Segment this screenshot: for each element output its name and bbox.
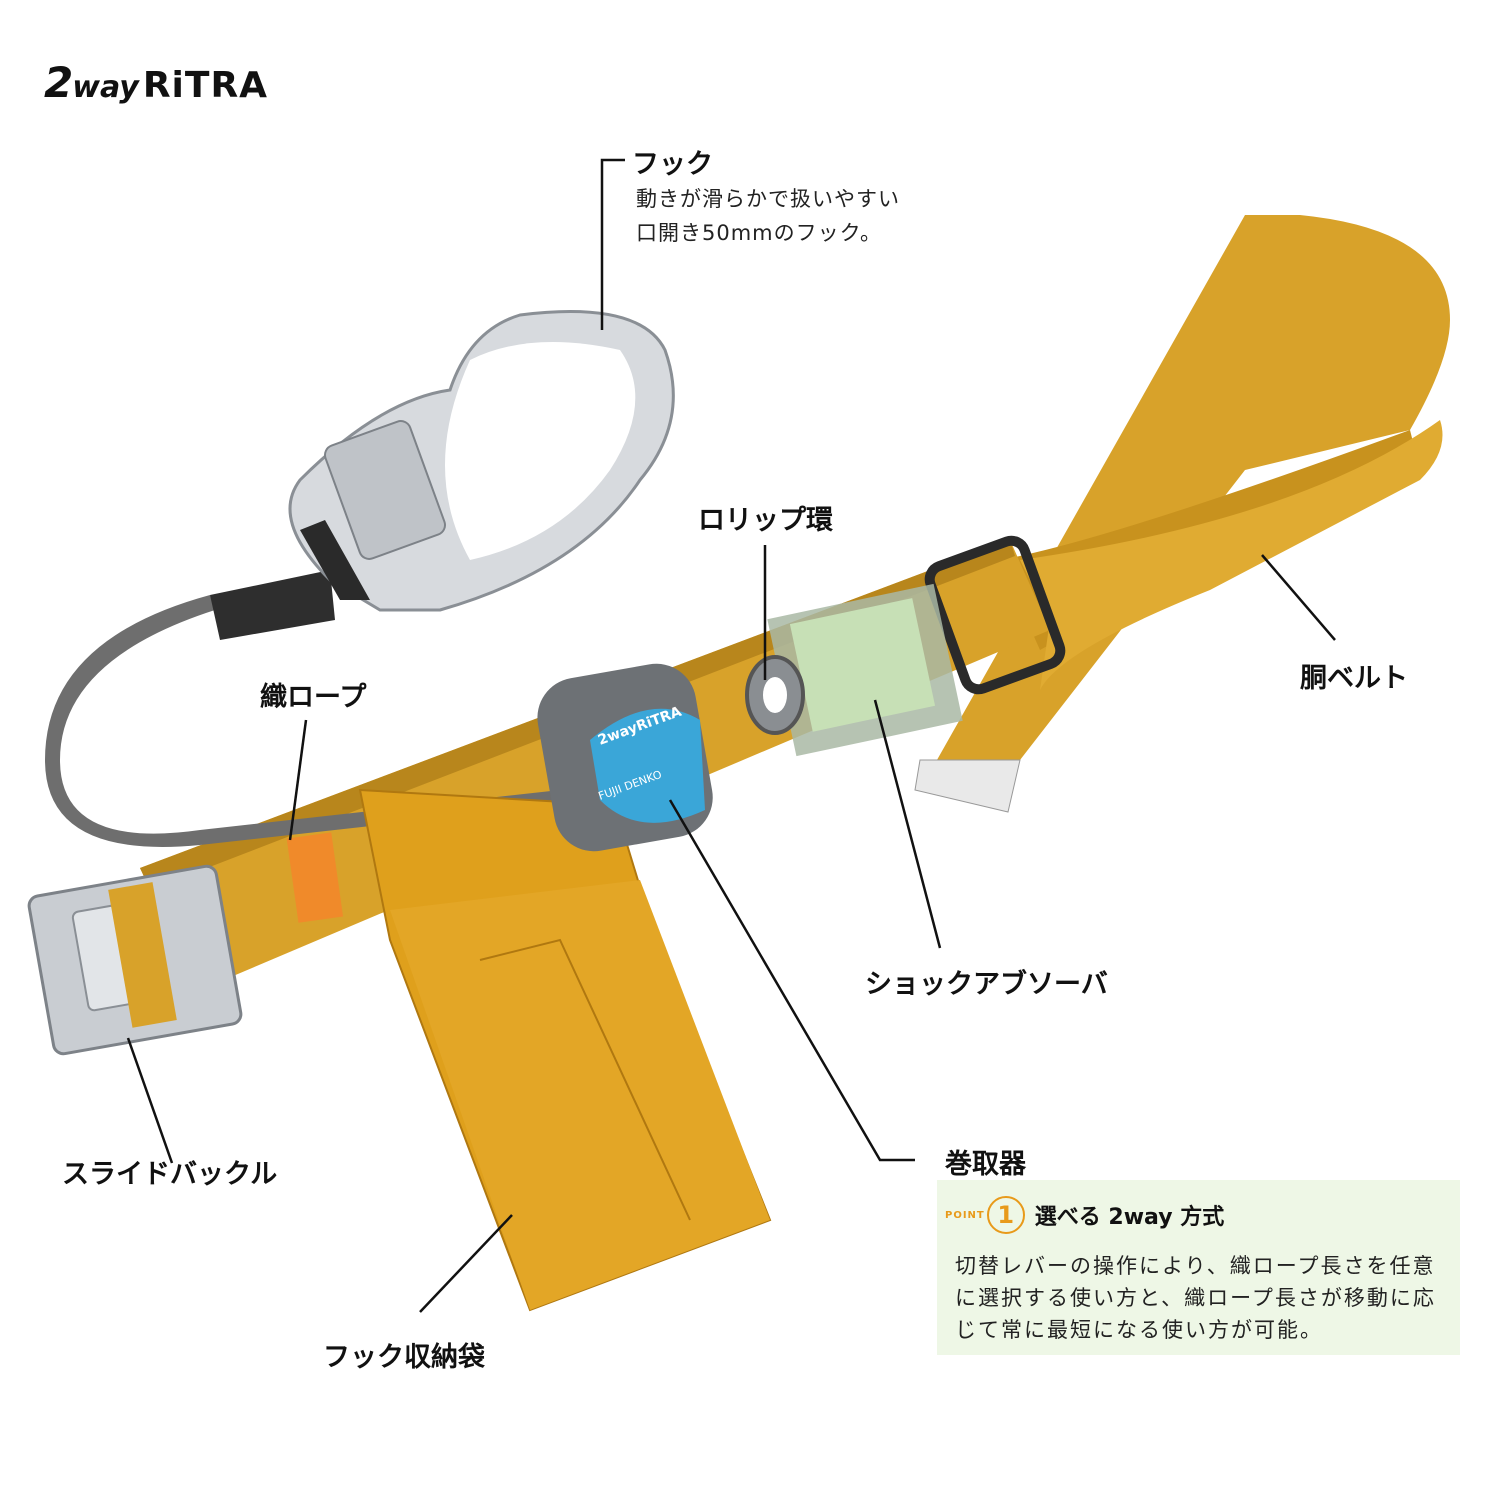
slide-buckle	[27, 864, 243, 1056]
hook-desc-line1: 動きが滑らかで扱いやすい	[636, 187, 900, 211]
woven-rope	[45, 570, 560, 847]
label-hook: フック	[632, 149, 713, 180]
point-word: POINT	[945, 1209, 985, 1221]
logo-way: way	[72, 70, 139, 105]
label-belt: 胴ベルト	[1300, 663, 1408, 694]
reel: 2wayRiTRA FUJII DENKO	[537, 655, 805, 852]
brand-logo: 2 way RiTRA	[44, 58, 268, 107]
label-slide-buckle: スライドバックル	[62, 1159, 278, 1190]
logo-two: 2	[44, 58, 73, 107]
hook-storage-bag	[358, 788, 772, 1312]
point-body: 切替レバーの操作により、織ロープ長さを任意に選択する使い方と、織ロープ長さが移動…	[955, 1254, 1436, 1342]
adjust-buckle	[924, 535, 1066, 695]
shock-absorber	[767, 583, 963, 757]
point-box: POINT 1 選べる 2way 方式 切替レバーの操作により、織ロープ長さを任…	[937, 1180, 1460, 1355]
label-reel: 巻取器	[945, 1149, 1026, 1180]
label-d-ring: ロリップ環	[698, 505, 833, 536]
belt-tag	[286, 832, 344, 923]
point-header: POINT 1 選べる 2way 方式	[945, 1196, 1224, 1234]
point-number-badge: 1	[986, 1196, 1025, 1234]
leader-lines	[126, 158, 1336, 1313]
hook	[288, 310, 675, 612]
logo-ritra: RiTRA	[142, 65, 269, 106]
label-hook-bag: フック収納袋	[323, 1342, 485, 1373]
hook-desc-line2: 口開き50mmのフック。	[636, 221, 882, 245]
point-title: 選べる 2way 方式	[1034, 1205, 1225, 1230]
label-rope: 織ロープ	[260, 682, 367, 713]
label-shock-absorber: ショックアブソーバ	[865, 969, 1108, 1000]
